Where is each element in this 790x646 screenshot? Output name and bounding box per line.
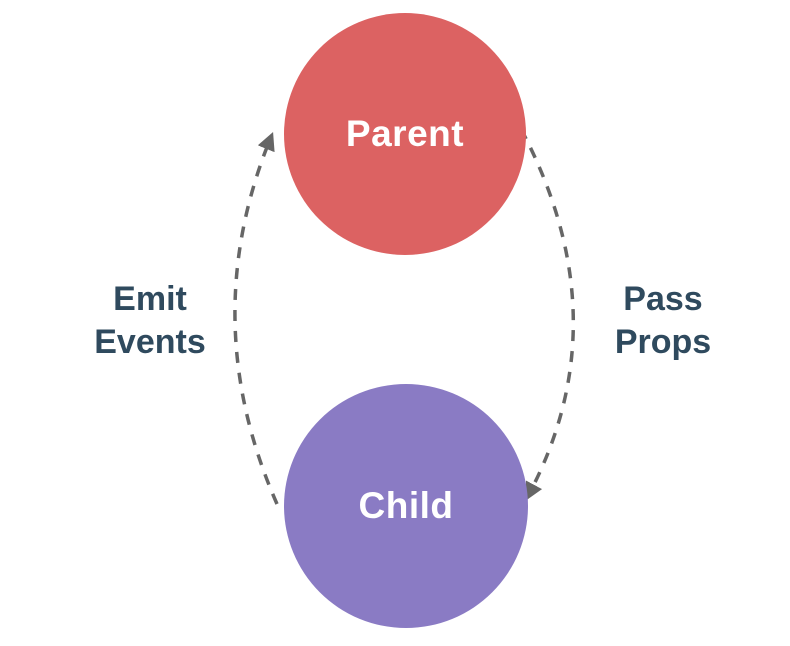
emit-events-label: Emit Events <box>94 280 206 361</box>
parent-node-label: Parent <box>345 113 465 154</box>
parent-node: Parent <box>284 13 526 255</box>
pass-props-arrow-icon <box>519 128 575 501</box>
child-node: Child <box>284 384 528 628</box>
emit-events-arrow-icon <box>233 131 279 505</box>
pass-props-label: Pass Props <box>614 280 712 361</box>
child-node-label: Child <box>358 485 454 526</box>
